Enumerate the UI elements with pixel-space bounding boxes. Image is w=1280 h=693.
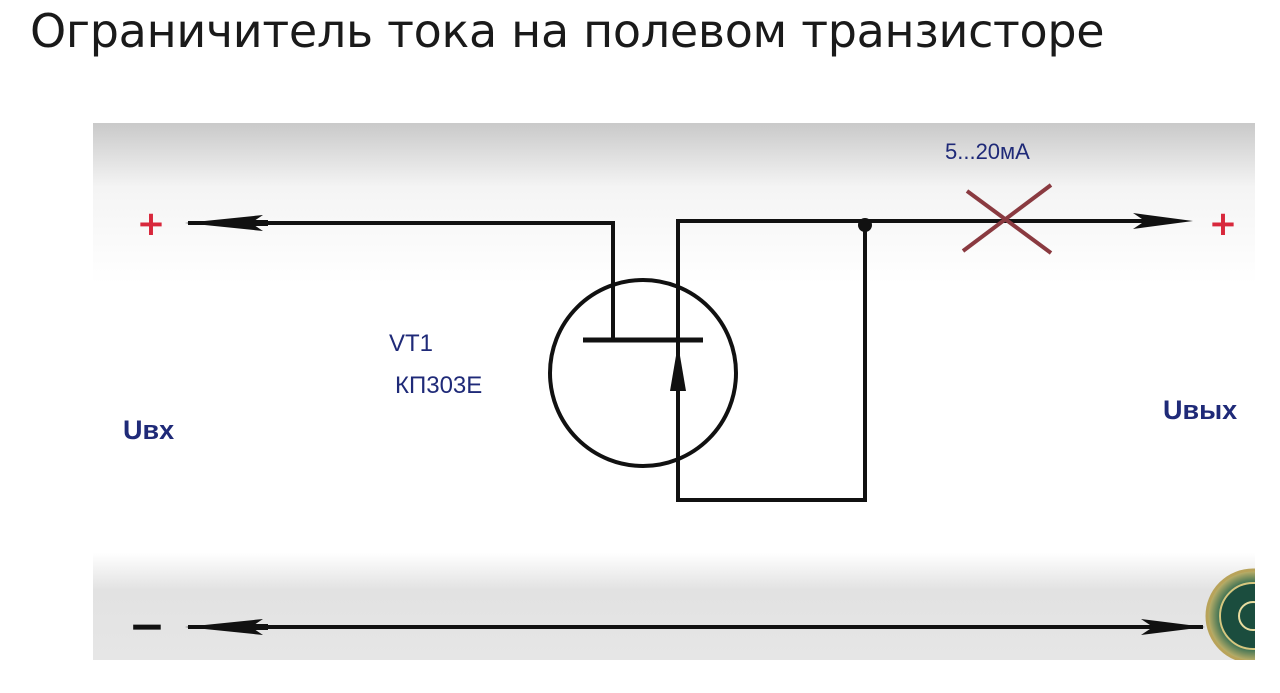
cross-mark-stroke-b [961,183,1053,253]
transistor-part-label: КП303Е [395,372,482,399]
transistor-body [548,278,738,468]
input-plus-terminal-arrow [185,215,263,231]
output-plus-terminal-arrow [1133,213,1193,229]
input-minus-terminal-arrow [185,619,263,635]
output-minus-terminal-arrow [1141,619,1205,635]
cross-mark-stroke-a [965,189,1053,255]
schematic-diagram: + + − VT1 КП303Е 5...20мА Uвх Uвых [93,123,1255,660]
input-voltage-label: Uвх [123,415,174,445]
output-plus-sign: + [1209,204,1238,244]
channel-logo-icon [1205,568,1255,660]
input-minus-sign: − [129,601,166,652]
current-range-label: 5...20мА [945,139,1030,164]
transistor-ref-label: VT1 [389,330,433,357]
schematic-background [93,123,1255,660]
input-plus-sign: + [137,204,166,244]
output-voltage-label: Uвых [1163,395,1237,425]
slide-title: Ограничитель тока на полевом транзисторе [30,4,1105,58]
